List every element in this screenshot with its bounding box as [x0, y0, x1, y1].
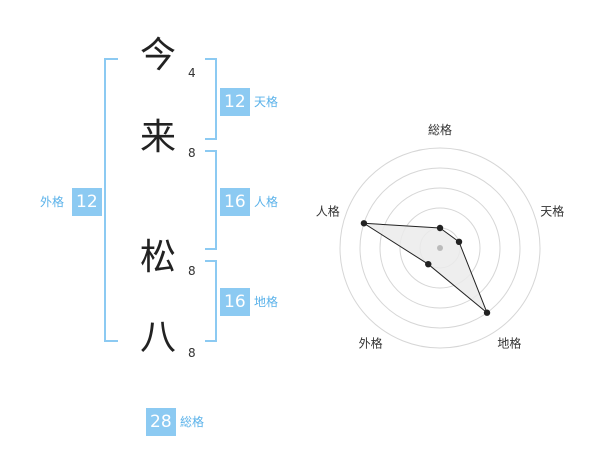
radar-point-4 [425, 260, 432, 268]
radar-data-area [363, 222, 488, 314]
radar-axis-label: 総格 [428, 122, 452, 137]
stroke-count-1: 4 [188, 66, 196, 80]
radar-axis-label: 天格 [540, 204, 564, 219]
name-char-3: 松 [139, 237, 176, 278]
chikaku-bracket [205, 260, 217, 342]
radar-point-1 [436, 224, 444, 232]
radar-axis-label: 地格 [497, 335, 521, 350]
jinkaku-label: 人格 [254, 195, 279, 209]
gaikaku-bracket [104, 58, 118, 342]
radar-grid-ring [379, 187, 501, 309]
gaikaku-label: 外格 [40, 195, 65, 209]
tenkaku-bracket [205, 58, 217, 140]
name-char-1: 今 [139, 35, 176, 76]
radar-point-2 [455, 238, 463, 246]
tenkaku-label: 天格 [254, 95, 279, 109]
jinkaku-value: 16 [220, 188, 250, 216]
radar-point-3 [483, 309, 491, 316]
name-char-4: 八 [139, 317, 176, 358]
radar-axis-label: 人格 [316, 204, 340, 219]
stroke-count-3: 8 [188, 264, 196, 278]
radar-grid-ring [399, 207, 481, 289]
tenkaku-value: 12 [220, 88, 250, 116]
radar-axis-label: 外格 [359, 335, 383, 350]
radar-center-dot [437, 245, 443, 251]
soukaku-label: 総格 [180, 415, 205, 429]
soukaku-value: 28 [146, 408, 176, 436]
stroke-count-4: 8 [188, 346, 196, 360]
gaikaku-value: 12 [72, 188, 102, 216]
radar-grid-ring [339, 147, 541, 349]
radar-point-5 [360, 220, 368, 227]
name-char-2: 来 [139, 117, 176, 158]
stroke-count-2: 8 [188, 146, 196, 160]
jinkaku-bracket [205, 150, 217, 250]
chikaku-value: 16 [220, 288, 250, 316]
chikaku-label: 地格 [254, 295, 279, 309]
radar-grid-ring [359, 167, 521, 329]
